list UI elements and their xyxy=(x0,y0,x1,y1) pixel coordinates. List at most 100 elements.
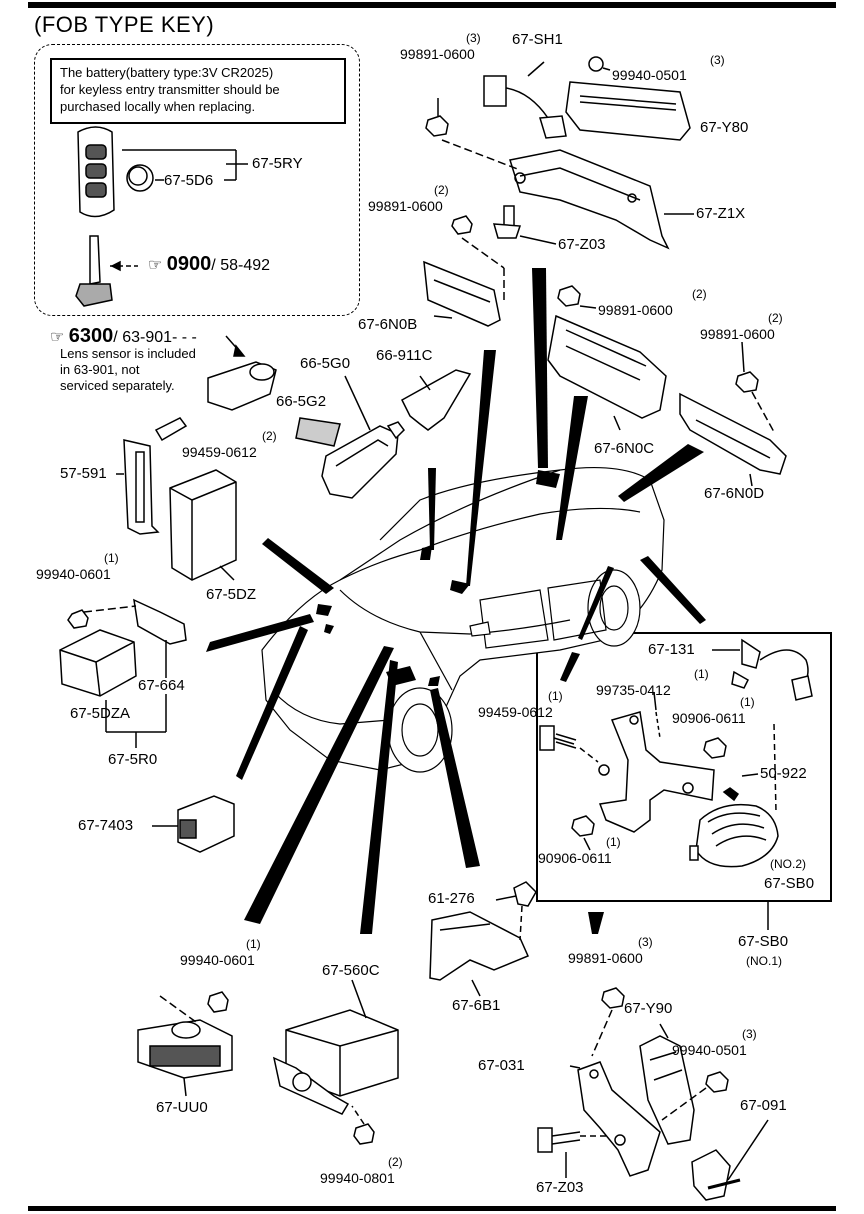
pointer-wedges xyxy=(206,268,706,934)
part-label[interactable]: 99459-0612 xyxy=(478,704,553,720)
lens-sensor-note: Lens sensor is included in 63-901, not s… xyxy=(60,346,196,394)
part-label[interactable]: 67-SB0 xyxy=(764,875,815,892)
part-label[interactable]: 99891-0600 xyxy=(568,950,643,966)
part-label[interactable]: 67-6B1 xyxy=(452,997,501,1014)
part-label[interactable]: 67-5D6 xyxy=(164,172,214,189)
qty-label: (1) xyxy=(694,667,709,681)
top-border xyxy=(28,2,836,8)
module-6n0c-drawing xyxy=(547,285,667,431)
ref-number: 0900 xyxy=(166,253,212,275)
hand-pointer-icon: ☞ xyxy=(50,329,65,346)
part-label[interactable]: 67-Y90 xyxy=(624,1000,673,1017)
part-label[interactable]: 99940-0601 xyxy=(36,566,111,582)
unit-y90-drawing xyxy=(639,1023,695,1145)
reference-0900[interactable]: ☞ 0900/ 58-492 xyxy=(148,253,270,276)
part-label[interactable]: 61-276 xyxy=(428,890,475,907)
part-label[interactable]: 67-SH1 xyxy=(512,31,563,48)
part-label[interactable]: 99940-0501 xyxy=(612,67,687,83)
qty-label: (3) xyxy=(742,1027,757,1041)
part-label[interactable]: 67-5DZ xyxy=(206,586,257,603)
part-label[interactable]: 67-Z03 xyxy=(536,1179,584,1196)
part-label[interactable]: 99891-0600 xyxy=(368,198,443,214)
keyless-control-unit-drawing xyxy=(483,56,691,141)
horn-wiring-drawing xyxy=(712,638,813,701)
part-label[interactable]: 67-6N0D xyxy=(704,485,765,502)
part-label[interactable]: 67-031 xyxy=(478,1057,525,1074)
nut-top-drawing xyxy=(425,98,521,171)
part-label[interactable]: 67-Z03 xyxy=(558,236,606,253)
hand-pointer-icon: ☞ xyxy=(148,257,163,274)
qty-label: (2) xyxy=(262,429,277,443)
battery-note-line: The battery(battery type:3V CR2025) xyxy=(60,65,274,80)
part-label[interactable]: 67-Y80 xyxy=(700,119,749,136)
qty-label: (NO.2) xyxy=(770,857,806,871)
part-label[interactable]: 67-Z1X xyxy=(696,205,746,222)
bracket-591-drawing xyxy=(116,417,188,535)
reference-6300[interactable]: ☞ 6300/ 63-901- - - xyxy=(50,325,197,348)
bracket-z1x-drawing xyxy=(509,149,694,250)
part-label[interactable]: 67-560C xyxy=(322,962,380,979)
qty-label: (2) xyxy=(388,1155,403,1169)
part-label[interactable]: 67-5RY xyxy=(252,155,303,172)
lens-note-line: Lens sensor is included xyxy=(60,346,196,361)
ref-page: / 63-901- - - xyxy=(113,329,197,346)
part-label[interactable]: 99891-0600 xyxy=(400,46,475,62)
part-label[interactable]: 66-5G2 xyxy=(276,393,327,410)
qty-label: (2) xyxy=(434,183,449,197)
unit-uu0-drawing xyxy=(137,991,233,1097)
part-label[interactable]: 67-664 xyxy=(138,677,185,694)
antenna-911c-drawing xyxy=(401,369,472,431)
lens-note-line: serviced separately. xyxy=(60,378,175,393)
mechanical-key-drawing xyxy=(75,235,138,307)
qty-label: (3) xyxy=(710,53,725,67)
part-label[interactable]: 67-5R0 xyxy=(108,751,158,768)
horn-group-frame xyxy=(536,632,832,902)
diagram-title: (FOB TYPE KEY) xyxy=(34,12,215,37)
part-label[interactable]: 99940-0501 xyxy=(672,1042,747,1058)
part-label[interactable]: 99891-0600 xyxy=(598,302,673,318)
bracket-031-drawing xyxy=(569,987,729,1177)
part-label[interactable]: 99891-0600 xyxy=(700,326,775,342)
qty-label: (3) xyxy=(638,935,653,949)
qty-label: (1) xyxy=(606,835,621,849)
bolt-99459-mid-drawing xyxy=(539,725,577,751)
smart-key-5g0-drawing xyxy=(295,375,405,499)
qty-label: (NO.1) xyxy=(746,954,782,968)
bolt-z03-top-drawing xyxy=(492,205,557,245)
qty-label: (1) xyxy=(104,551,119,565)
part-label[interactable]: 50-922 xyxy=(760,765,807,782)
part-label[interactable]: 67-6N0B xyxy=(358,316,418,333)
part-label[interactable]: 99735-0412 xyxy=(596,682,671,698)
fob-key-group-frame xyxy=(34,44,360,316)
part-label[interactable]: 67-5DZA xyxy=(70,705,131,722)
part-label[interactable]: 67-091 xyxy=(740,1097,787,1114)
battery-note: The battery(battery type:3V CR2025) for … xyxy=(50,58,346,124)
battery-note-line: purchased locally when replacing. xyxy=(60,99,256,114)
module-6n0b-drawing xyxy=(423,215,505,327)
bottom-border xyxy=(28,1206,836,1211)
battery-note-line: for keyless entry transmitter should be xyxy=(60,82,280,97)
part-label[interactable]: 67-7403 xyxy=(78,817,134,834)
unit-5dz-drawing xyxy=(169,469,237,581)
horn-drawing xyxy=(689,773,779,868)
part-label[interactable]: 90906-0611 xyxy=(538,850,612,866)
car-drawing xyxy=(261,466,665,773)
part-label[interactable]: 66-911C xyxy=(376,347,433,364)
part-label[interactable]: 57-591 xyxy=(60,465,107,482)
ref-number: 6300 xyxy=(68,325,114,347)
qty-label: (1) xyxy=(548,689,563,703)
lens-note-line: in 63-901, not xyxy=(60,362,140,377)
part-label[interactable]: 90906-0611 xyxy=(672,710,746,726)
part-label[interactable]: 67-UU0 xyxy=(156,1099,208,1116)
part-label[interactable]: 67-6N0C xyxy=(594,440,655,457)
part-label[interactable]: 66-5G0 xyxy=(300,355,351,372)
part-label[interactable]: 99940-0601 xyxy=(180,952,255,968)
part-label[interactable]: 67-SB0 xyxy=(738,933,789,950)
part-label[interactable]: 67-131 xyxy=(648,641,695,658)
part-label[interactable]: 99940-0801 xyxy=(320,1170,395,1186)
part-label[interactable]: 99459-0612 xyxy=(182,444,257,460)
key-fob-drawing xyxy=(77,126,248,218)
module-6n0d-drawing xyxy=(679,341,787,487)
nuts-horn-drawing xyxy=(571,723,777,930)
